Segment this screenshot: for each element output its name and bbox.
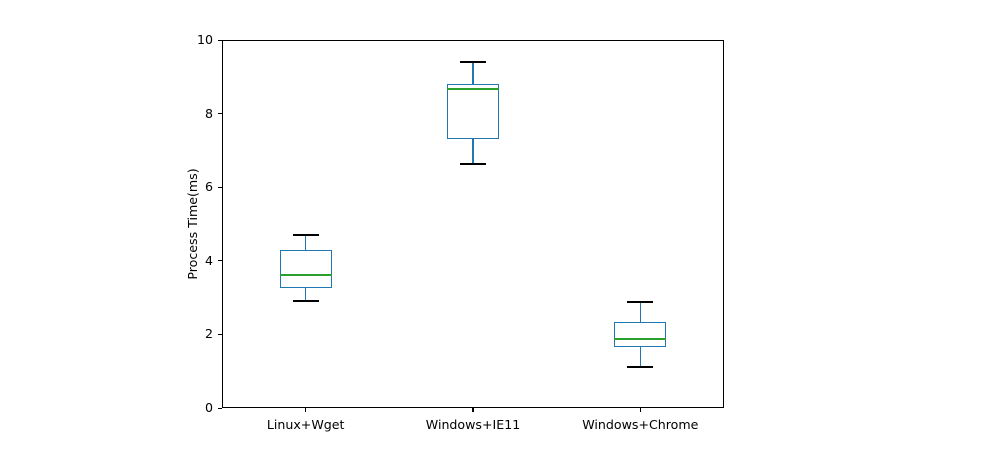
- x-tick-mark-icon: [639, 408, 641, 412]
- whisker-lower: [472, 138, 474, 164]
- x-tick-mark-icon: [305, 408, 307, 412]
- y-tick-0: 0: [0, 400, 222, 415]
- y-tick-mark-icon: [218, 260, 222, 262]
- y-tick-2: 2: [0, 326, 222, 341]
- box-iqr-rect: [614, 322, 667, 347]
- cap-lower: [627, 366, 654, 368]
- whisker-upper: [304, 235, 307, 251]
- y-tick-label: 8: [204, 105, 213, 121]
- y-tick-mark-icon: [218, 333, 222, 335]
- y-tick-label: 6: [204, 179, 213, 195]
- y-tick-mark-icon: [218, 407, 222, 409]
- cap-upper: [292, 234, 319, 236]
- median-line: [279, 273, 332, 276]
- whisker-upper: [472, 62, 474, 85]
- median-line: [614, 338, 667, 340]
- y-tick-mark-icon: [218, 113, 222, 115]
- y-tick-mark-icon: [218, 39, 222, 41]
- y-tick-6: 6: [0, 179, 222, 194]
- y-tick-label: 10: [196, 32, 213, 47]
- cap-lower: [292, 300, 319, 302]
- whisker-upper: [639, 302, 642, 323]
- median-line: [447, 88, 499, 90]
- y-tick-10: 10: [0, 32, 222, 47]
- whisker-lower: [304, 288, 307, 301]
- box-iqr-rect: [279, 250, 332, 289]
- cap-upper: [627, 301, 654, 303]
- y-tick-label: 0: [204, 400, 213, 415]
- cap-lower: [460, 163, 486, 165]
- y-tick-4: 4: [0, 253, 222, 268]
- y-tick-8: 8: [0, 106, 222, 121]
- y-tick-label: 4: [204, 252, 213, 268]
- x-tick-label: Windows+Chrome: [582, 417, 699, 432]
- y-tick-label: 2: [204, 326, 213, 342]
- box-iqr-rect: [447, 84, 499, 139]
- y-tick-mark-icon: [218, 186, 222, 188]
- x-tick-label: Windows+IE11: [425, 417, 521, 432]
- x-tick-mark-icon: [472, 408, 474, 412]
- y-axis-label: Process Time(ms): [184, 168, 200, 280]
- x-tick-label: Linux+Wget: [266, 417, 345, 432]
- cap-upper: [460, 61, 486, 63]
- whisker-lower: [639, 346, 642, 368]
